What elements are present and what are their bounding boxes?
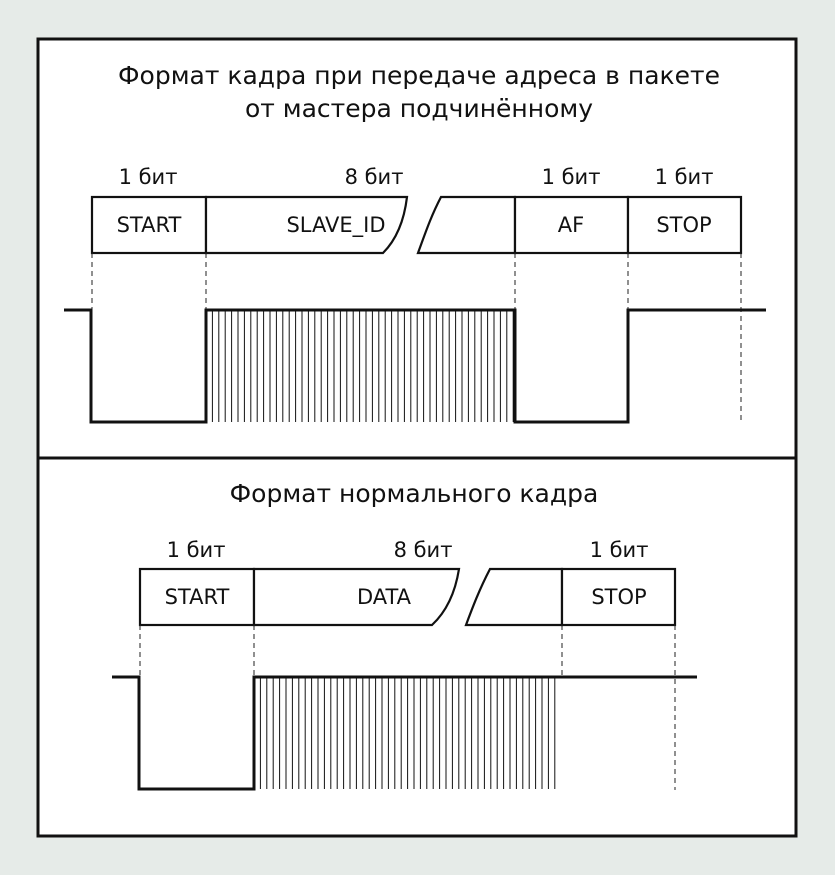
af-field-label: AF (558, 213, 584, 237)
address-frame-title-line2: от мастера подчинённому (245, 94, 593, 123)
slave-id-field-label: SLAVE_ID (286, 213, 385, 238)
normal-stop-field-label: STOP (591, 585, 646, 609)
address-frame-section: Формат кадра при передаче адреса в пакет… (64, 61, 766, 424)
data-continuation-box (464, 567, 564, 627)
stop-bit-count: 1 бит (655, 165, 714, 189)
normal-data-bits-hatch (259, 677, 556, 789)
slave-id-continuation-box (416, 195, 517, 255)
normal-data-bit-count: 8 бит (394, 538, 453, 562)
diagram-panel (36, 37, 798, 838)
normal-frame-waveform (112, 675, 697, 791)
normal-start-field-box (138, 567, 256, 627)
normal-start-bit-count: 1 бит (167, 538, 226, 562)
start-field-label: START (117, 213, 182, 237)
stop-field-box (626, 195, 743, 255)
data-bits-hatch (211, 310, 514, 422)
af-bit-count: 1 бит (542, 165, 601, 189)
data-field-label: DATA (357, 585, 412, 609)
start-bit-count: 1 бит (119, 165, 178, 189)
normal-stop-bit-count: 1 бит (590, 538, 649, 562)
af-field-box (513, 195, 630, 255)
slave-id-field-box (204, 195, 409, 255)
stop-field-label: STOP (656, 213, 711, 237)
data-field-box (252, 567, 461, 627)
normal-stop-field-box (560, 567, 677, 627)
address-frame-waveform (64, 308, 766, 424)
normal-start-field-label: START (165, 585, 230, 609)
address-frame-title-line1: Формат кадра при передаче адреса в пакет… (118, 61, 720, 90)
slave-id-bit-count: 8 бит (345, 165, 404, 189)
normal-frame-title: Формат нормального кадра (230, 479, 599, 508)
normal-frame-section: Формат нормального кадра 1 бит 8 бит 1 б… (112, 479, 697, 791)
start-field-box (90, 195, 208, 255)
